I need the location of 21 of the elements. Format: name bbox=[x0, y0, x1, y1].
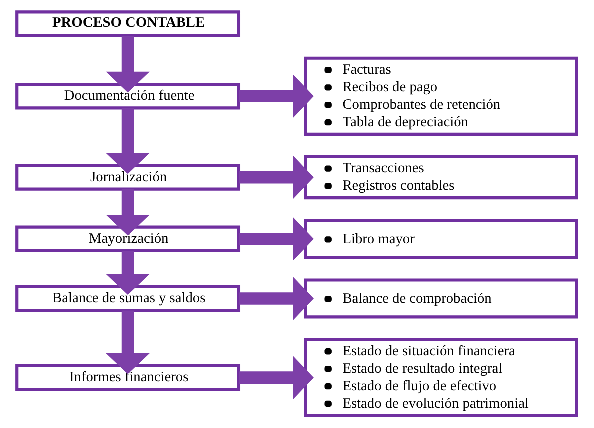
arrow bbox=[239, 74, 314, 118]
arrow bbox=[239, 156, 314, 200]
node-box: Mayorización bbox=[16, 226, 240, 253]
arrow bbox=[239, 276, 314, 321]
node-box: Informes financieros bbox=[16, 364, 240, 392]
arrow bbox=[106, 251, 150, 296]
node-box: Balance de comprobación bbox=[304, 278, 578, 319]
node-box: Jornalización bbox=[16, 164, 240, 191]
arrow bbox=[106, 310, 150, 374]
node-box: Documentación fuente bbox=[16, 83, 240, 110]
arrow bbox=[106, 190, 150, 236]
node-box: PROCESO CONTABLE bbox=[16, 10, 240, 38]
node-box: Balance de sumas y saldos bbox=[16, 285, 240, 312]
node-box: Transacciones Registros contables bbox=[304, 155, 578, 200]
node-box: Estado de situación financiera Estado de resultado integral Estado de flujo de efectivo Estado de evolución patrimonial bbox=[304, 338, 578, 418]
node-box: Facturas Recibos de pago Comprobantes de retención Tabla de depreciación bbox=[304, 56, 578, 136]
node-box: Libro mayor bbox=[304, 219, 578, 260]
arrow bbox=[106, 108, 150, 174]
arrow bbox=[239, 356, 314, 400]
arrow bbox=[239, 217, 314, 262]
arrow bbox=[106, 36, 150, 93]
